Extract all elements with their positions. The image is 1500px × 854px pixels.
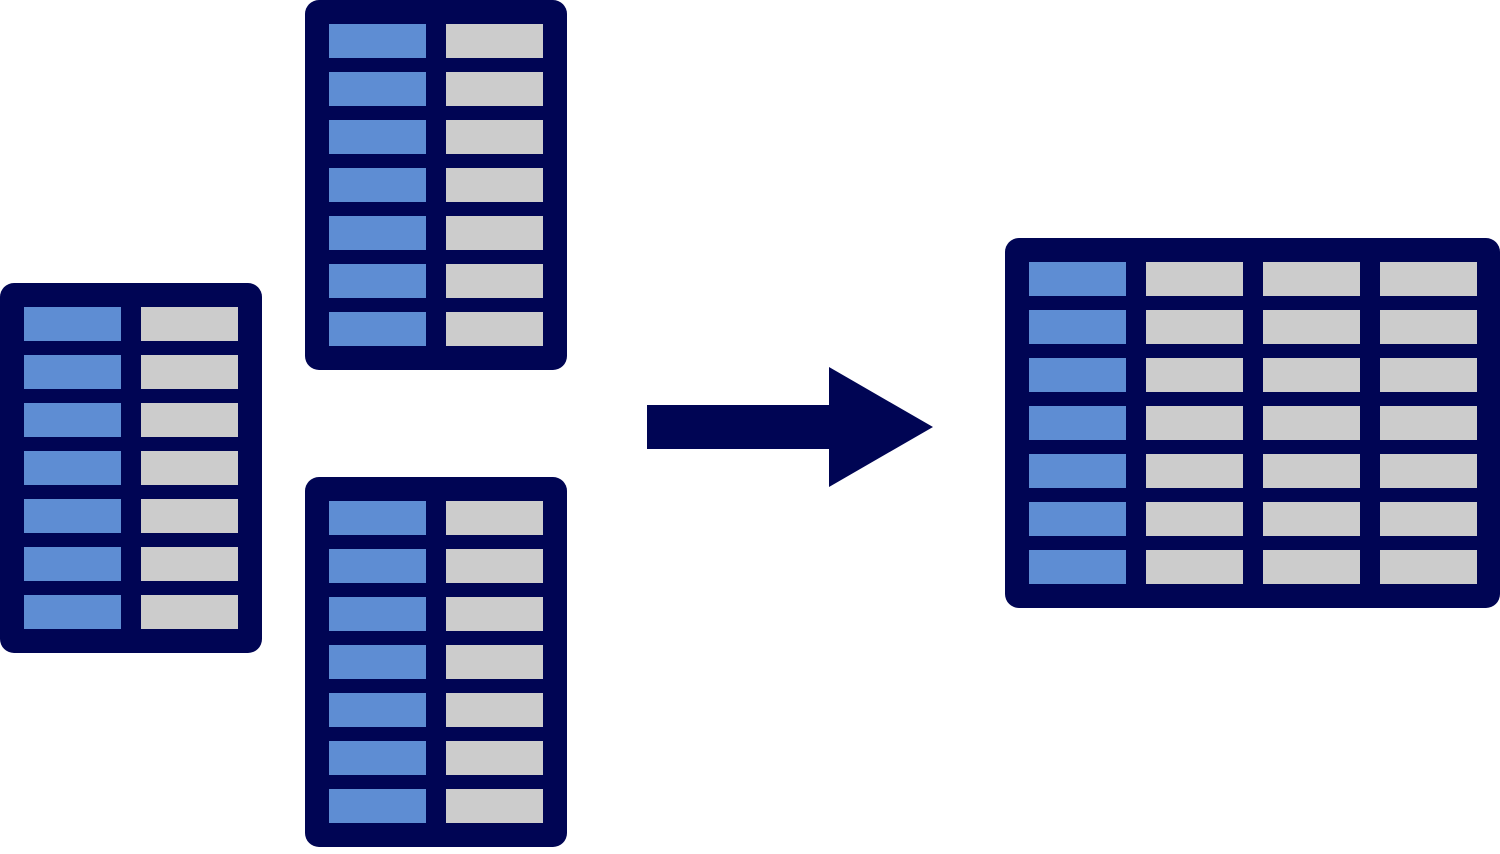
value-cell (1380, 550, 1477, 584)
key-cell (329, 312, 426, 346)
table-bottom (305, 477, 567, 847)
value-cell (1380, 310, 1477, 344)
value-cell (1380, 454, 1477, 488)
value-cell (1146, 454, 1243, 488)
value-cell (1380, 358, 1477, 392)
key-cell (24, 451, 121, 485)
key-cell (24, 307, 121, 341)
key-cell (1029, 310, 1126, 344)
key-cell (1029, 502, 1126, 536)
value-cell (446, 597, 543, 631)
table-top (305, 0, 567, 370)
key-cell (24, 355, 121, 389)
value-cell (141, 307, 238, 341)
right-arrow-icon (647, 367, 933, 487)
key-cell (1029, 358, 1126, 392)
key-cell (1029, 262, 1126, 296)
key-cell (329, 264, 426, 298)
value-cell (141, 547, 238, 581)
value-cell (446, 741, 543, 775)
value-cell (141, 595, 238, 629)
value-cell (446, 168, 543, 202)
key-cell (329, 789, 426, 823)
value-cell (1146, 406, 1243, 440)
table-left (0, 283, 262, 653)
value-cell (141, 403, 238, 437)
value-cell (1146, 550, 1243, 584)
key-cell (329, 120, 426, 154)
value-cell (1146, 358, 1243, 392)
value-cell (1263, 262, 1360, 296)
value-cell (1263, 454, 1360, 488)
value-cell (446, 501, 543, 535)
value-cell (446, 549, 543, 583)
key-cell (329, 597, 426, 631)
value-cell (141, 451, 238, 485)
value-cell (141, 499, 238, 533)
value-cell (446, 120, 543, 154)
table-result (1005, 238, 1500, 608)
value-cell (1380, 406, 1477, 440)
value-cell (1380, 502, 1477, 536)
value-cell (1146, 502, 1243, 536)
key-cell (329, 72, 426, 106)
table-frame (1005, 238, 1500, 608)
key-cell (329, 216, 426, 250)
key-cell (24, 499, 121, 533)
value-cell (141, 355, 238, 389)
value-cell (1263, 550, 1360, 584)
key-cell (1029, 550, 1126, 584)
value-cell (446, 216, 543, 250)
value-cell (1263, 502, 1360, 536)
key-cell (329, 501, 426, 535)
key-cell (329, 549, 426, 583)
key-cell (1029, 406, 1126, 440)
value-cell (1146, 310, 1243, 344)
value-cell (446, 645, 543, 679)
value-cell (1380, 262, 1477, 296)
key-cell (24, 547, 121, 581)
value-cell (1263, 310, 1360, 344)
value-cell (446, 24, 543, 58)
value-cell (1146, 262, 1243, 296)
key-cell (24, 403, 121, 437)
key-cell (329, 24, 426, 58)
value-cell (446, 264, 543, 298)
value-cell (446, 789, 543, 823)
value-cell (446, 693, 543, 727)
key-cell (329, 645, 426, 679)
key-cell (1029, 454, 1126, 488)
key-cell (329, 741, 426, 775)
key-cell (24, 595, 121, 629)
value-cell (1263, 358, 1360, 392)
key-cell (329, 168, 426, 202)
value-cell (446, 72, 543, 106)
value-cell (1263, 406, 1360, 440)
value-cell (446, 312, 543, 346)
key-cell (329, 693, 426, 727)
